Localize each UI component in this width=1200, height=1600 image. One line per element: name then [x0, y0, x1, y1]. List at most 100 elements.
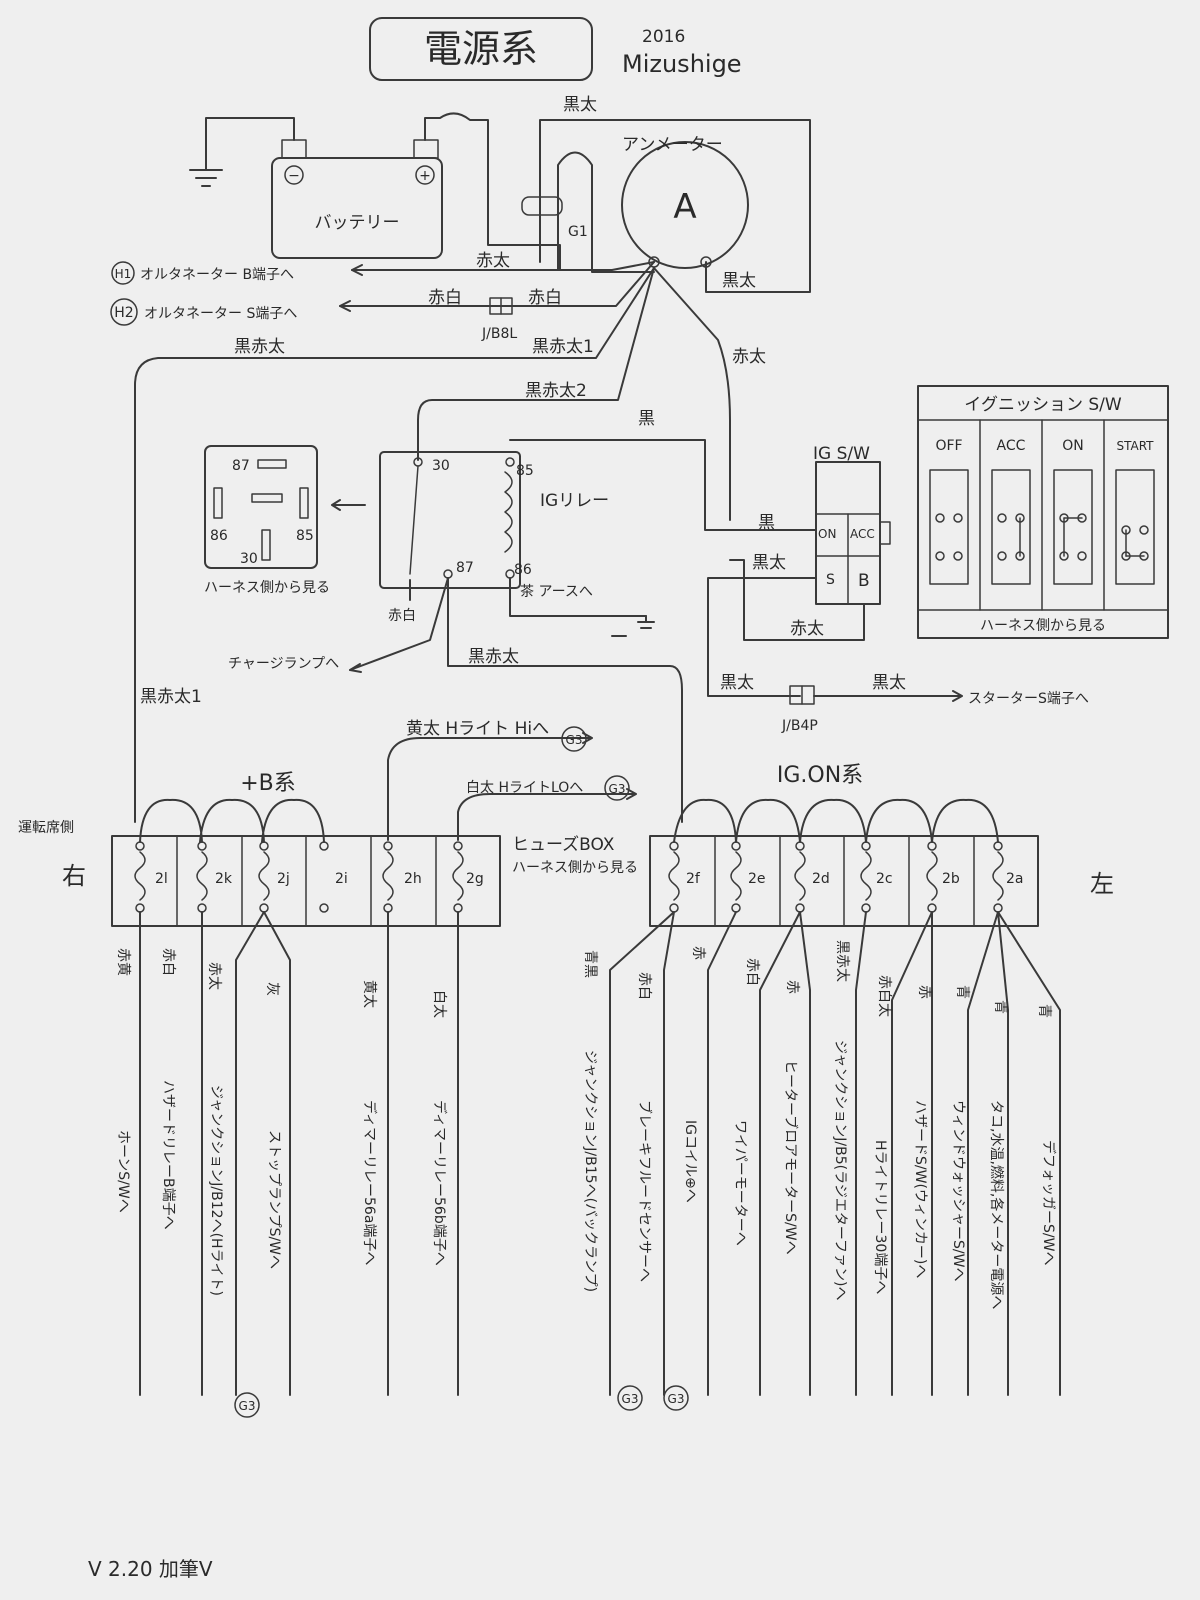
ref-h1: H1	[115, 267, 132, 281]
right-wire-dest-9: ウィンドウォッシャーS/Wへ	[950, 1100, 966, 1281]
right-wire-color-2: 赤白	[636, 972, 652, 1000]
battery: − + バッテリー	[271, 139, 443, 259]
migi-label: 右	[62, 862, 86, 890]
unten-label: 運転席側	[18, 820, 74, 836]
ref-g3-coil: G3	[668, 1392, 685, 1406]
ig-sw-b: B	[858, 571, 870, 591]
right-wire-color-6: 黒赤太	[834, 940, 850, 982]
left-wire-color-5: 黄太	[361, 980, 378, 1008]
left-wire-dest-4: ストップランプS/Wへ	[266, 1130, 282, 1269]
ig-sw-on: ON	[818, 527, 836, 541]
right-wire-color-10: 青	[992, 1000, 1008, 1014]
alternator-label: アンメーター	[622, 135, 723, 155]
ig-relay-label: IGリレー	[540, 491, 609, 511]
arrow-alt-s: オルタネーター S端子へ	[144, 306, 297, 322]
left-wire-color-1: 赤黄	[115, 948, 132, 976]
right-wire-dest-5: ヒーターブロアモーターS/Wへ	[782, 1060, 799, 1255]
fusebox-b: +B系 2l 2k 2j 2i 2h 2g	[111, 771, 501, 927]
version-note: V 2.20 加筆V	[88, 1557, 213, 1581]
ig-sw-s: S	[826, 572, 835, 588]
left-wire-dest-3: ジャンクションJ/B12へ(Hライト)	[208, 1085, 224, 1296]
fuse-cell-2l: 2l	[155, 871, 168, 887]
ig-relay: 30 85 87 86 IGリレー	[379, 451, 609, 589]
right-wire-dest-11: デフォッガーS/Wへ	[1040, 1140, 1057, 1265]
starter-kurofuto1: 黒太	[720, 673, 754, 693]
jb4p-label: J/B4P	[781, 718, 818, 734]
headlight-hi: 黄太 Hライト Hiへ	[406, 719, 549, 739]
ref-g3-lo: G3	[609, 782, 626, 796]
left-wire-3: 赤太 ジャンクションJ/B12へ(Hライト)	[206, 962, 224, 1296]
left-wire-1: 赤黄 ホーンS/Wへ	[115, 948, 132, 1213]
arrow-alt-b: オルタネーター B端子へ	[140, 267, 294, 283]
ground-symbol	[189, 169, 223, 187]
ig-sw-acc: ACC	[850, 527, 875, 541]
wire-kuroakafuto1-vertical: 黒赤太1	[140, 687, 202, 707]
fuse-cell-2a: 2a	[1006, 871, 1024, 887]
author-label: Mizushige	[622, 50, 742, 78]
right-wire-color-9: 青	[954, 985, 970, 999]
left-wire-2: 赤白 ハザードリレーB端子へ	[160, 948, 176, 1230]
relay-pin-85: 85	[516, 463, 534, 479]
ref-g3-brake: G3	[622, 1392, 639, 1406]
ig-sw-label: IG S/W	[813, 444, 870, 464]
wire-kuroakafuto2: 黒赤太2	[525, 381, 587, 401]
year-label: 2016	[642, 27, 685, 47]
ig-panel-title: イグニッション S/W	[964, 395, 1122, 415]
battery-pos: +	[419, 168, 431, 184]
battery-neg: −	[288, 168, 300, 184]
right-wire-color-1: 青黒	[582, 950, 598, 978]
earth-label: 茶 アースへ	[520, 584, 593, 600]
left-wire-color-2: 赤白	[160, 948, 176, 976]
relay-harness-view: 87 86 85 30	[204, 445, 318, 569]
fuse-cell-2k: 2k	[215, 871, 233, 887]
relay-side-87: 87	[232, 458, 250, 474]
left-wire-color-6: 白太	[431, 990, 447, 1018]
title-box: 電源系	[369, 17, 593, 81]
fusebox-caption2: ハーネス側から見る	[512, 860, 638, 876]
fuse-cell-2h: 2h	[404, 871, 422, 887]
jb8l-label: J/B8L	[481, 326, 517, 342]
fuse-cell-2i: 2i	[335, 871, 348, 887]
charge-lamp-label: チャージランプへ	[228, 656, 339, 672]
left-wire-dest-5: ディマーリレー56a端子へ	[361, 1100, 378, 1265]
right-wire-dest-10: タコ,水温,燃料,各メーター電源へ	[988, 1100, 1005, 1309]
right-wire-color-4: 赤白	[744, 958, 760, 986]
ig-sw-wire-kuro: 黒	[758, 513, 775, 533]
relay-wire-akashiro: 赤白	[388, 608, 416, 624]
fuse-cell-2e: 2e	[748, 871, 766, 887]
right-wire-dest-4: ワイパーモーターへ	[732, 1120, 748, 1246]
right-wire-dest-6: ジャンクションJ/B5(ラジエターファン)へ	[832, 1040, 848, 1300]
wire-akashiro-left: 赤白	[428, 288, 462, 308]
battery-label: バッテリー	[315, 213, 400, 233]
fusebox-caption1: ヒューズBOX	[512, 835, 615, 855]
relay-side-30: 30	[240, 551, 258, 567]
relay-wire-kuroakafuto: 黒赤太	[468, 647, 519, 667]
right-wire-dest-7: Hライトリレー30端子へ	[872, 1140, 888, 1294]
left-wire-dest-6: ディマーリレー56b端子へ	[431, 1100, 448, 1266]
left-wire-5: 黄太 ディマーリレー56a端子へ	[361, 980, 378, 1265]
ig-sw-wire-akafuto: 赤太	[790, 619, 824, 639]
page-title: 電源系	[424, 27, 538, 71]
g1-label: G1	[568, 224, 588, 240]
fusebox-b-title: +B系	[240, 771, 296, 796]
left-wire-color-4: 灰	[264, 982, 280, 996]
ref-g3-hi: G3	[566, 733, 583, 747]
fuse-cell-2j: 2j	[277, 871, 290, 887]
right-wire-dest-1: ジャンクションJ/B15へ(バックランプ)	[582, 1050, 598, 1292]
ig-pos-start: START	[1116, 439, 1154, 453]
relay-side-86: 86	[210, 528, 228, 544]
right-wire-dest-3: IGコイル⊕へ	[682, 1120, 698, 1203]
hidari-label: 左	[1090, 870, 1114, 898]
left-wire-dest-2: ハザードリレーB端子へ	[160, 1080, 176, 1230]
relay-pin-86: 86	[514, 562, 532, 578]
wire-kurofuto-right: 黒太	[722, 271, 756, 291]
wire-kuro: 黒	[638, 409, 655, 429]
right-wire-color-8: 赤	[916, 985, 932, 999]
alternator: A アンメーター	[621, 135, 749, 269]
right-wire-color-11: 青	[1036, 1004, 1052, 1018]
ig-pos-off: OFF	[935, 438, 962, 454]
headlight-lo: 白太 HライトLOへ	[466, 780, 583, 796]
relay-pin-87: 87	[456, 560, 474, 576]
relay-pin-30: 30	[432, 458, 450, 474]
